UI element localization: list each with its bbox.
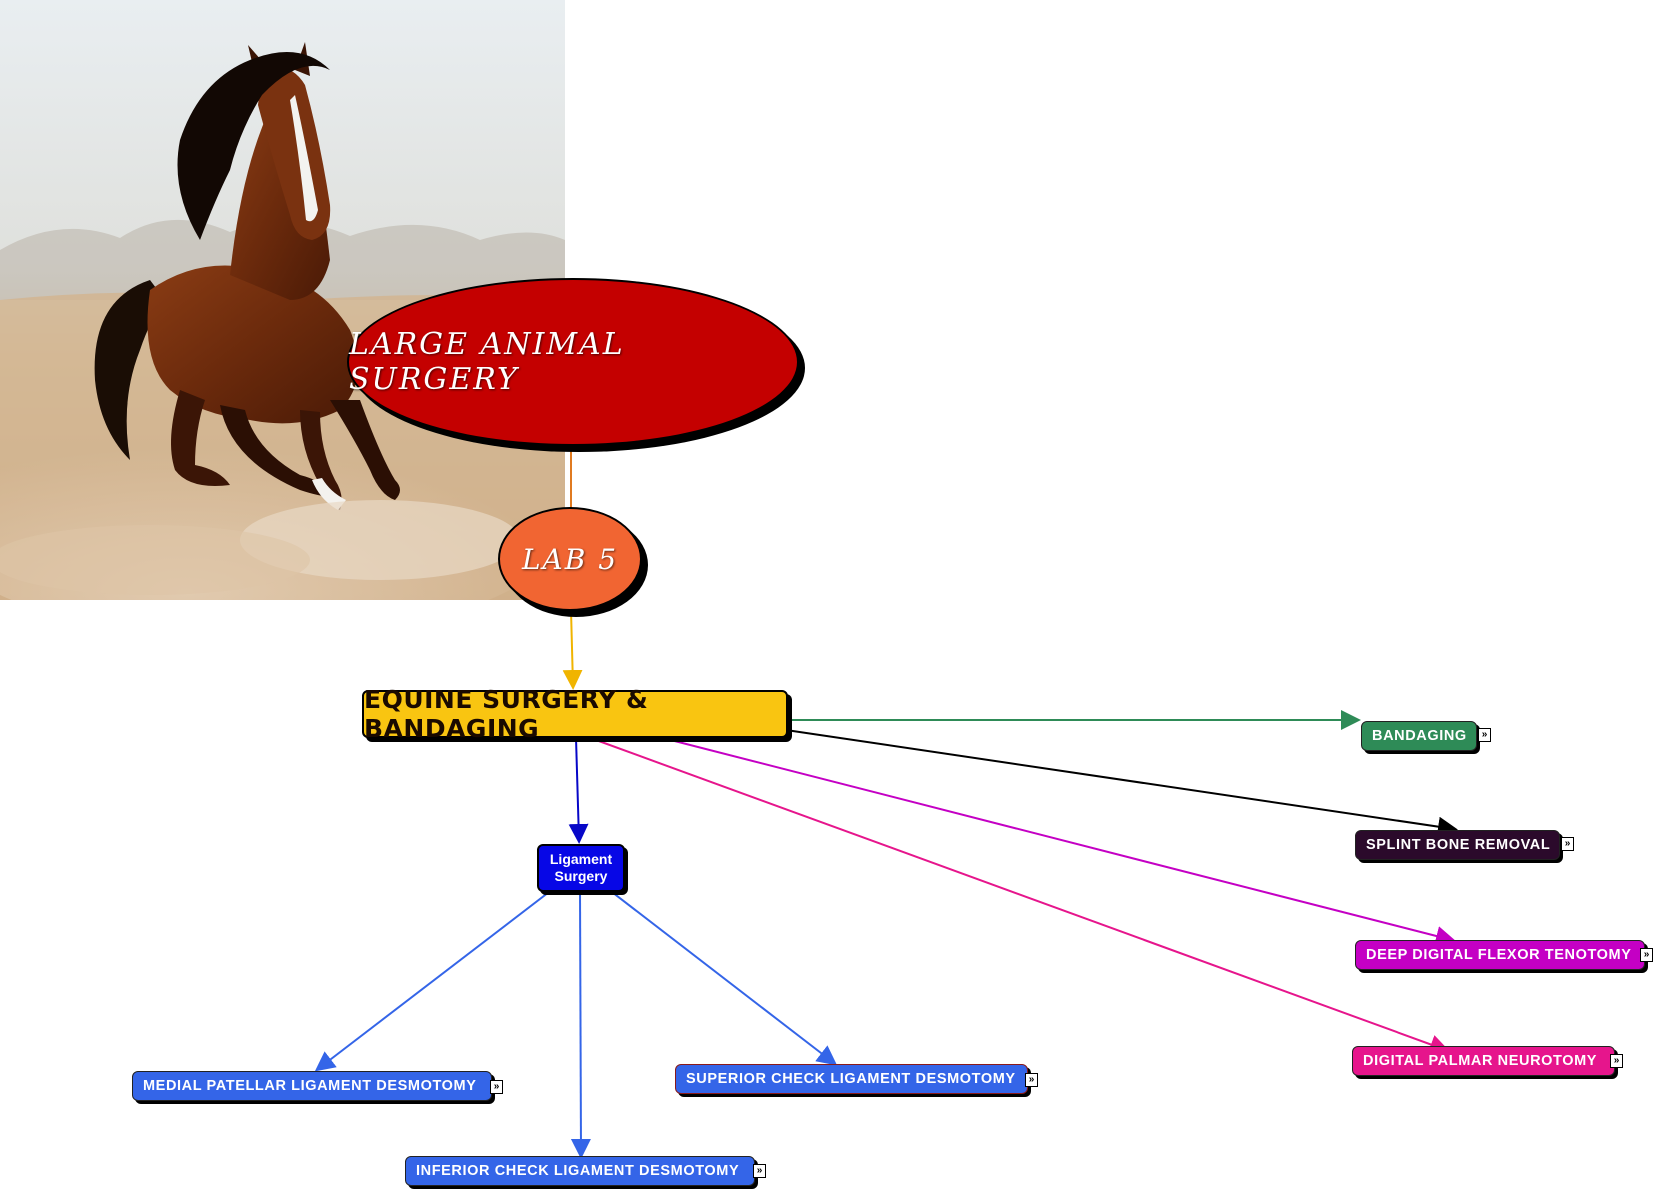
link-lab-main (562, 609, 583, 690)
digital-palmar-neurotomy-node[interactable]: DIGITAL PALMAR NEUROTOMY (1352, 1046, 1615, 1076)
inferior-check-node[interactable]: INFERIOR CHECK LIGAMENT DESMOTOMY (405, 1156, 755, 1186)
link-main-ligament (568, 737, 589, 844)
superior-check-node[interactable]: SUPERIOR CHECK LIGAMENT DESMOTOMY (675, 1064, 1028, 1094)
superior-expand-icon[interactable]: » (1025, 1073, 1038, 1087)
ddft-node[interactable]: DEEP DIGITAL FLEXOR TENOTOMY (1355, 940, 1645, 970)
bandaging-node[interactable]: BANDAGING (1361, 721, 1477, 751)
link-main-palmar (584, 735, 1450, 1054)
medial-expand-icon[interactable]: » (490, 1080, 503, 1094)
ddft-label: DEEP DIGITAL FLEXOR TENOTOMY (1366, 947, 1632, 963)
splint-expand-icon[interactable]: » (1561, 837, 1574, 851)
palmar-expand-icon[interactable]: » (1610, 1054, 1623, 1068)
bandaging-label: BANDAGING (1372, 728, 1467, 744)
inferior-check-label: INFERIOR CHECK LIGAMENT DESMOTOMY (416, 1163, 740, 1179)
equine-surgery-node[interactable]: EQUINE SURGERY & BANDAGING (362, 685, 788, 743)
ddft-expand-icon[interactable]: » (1640, 948, 1653, 962)
equine-surgery-label: EQUINE SURGERY & BANDAGING (364, 685, 649, 743)
medial-patellar-node[interactable]: MEDIAL PATELLAR LIGAMENT DESMOTOMY (132, 1071, 492, 1101)
superior-check-label: SUPERIOR CHECK LIGAMENT DESMOTOMY (686, 1071, 1016, 1087)
bandaging-expand-icon[interactable]: » (1478, 728, 1491, 742)
link-main-splint (785, 729, 1458, 837)
link-lig-superior (607, 888, 838, 1066)
digital-palmar-neurotomy-label: DIGITAL PALMAR NEUROTOMY (1363, 1053, 1598, 1069)
link-lig-medial (314, 888, 554, 1072)
medial-patellar-label: MEDIAL PATELLAR LIGAMENT DESMOTOMY (143, 1078, 477, 1094)
ligament-surgery-node[interactable]: Ligament Surgery (537, 844, 625, 892)
inferior-expand-icon[interactable]: » (753, 1164, 766, 1178)
root-node[interactable]: LARGE ANIMAL SURGERY (347, 278, 799, 446)
splint-bone-removal-label: SPLINT BONE REMOVAL (1366, 837, 1551, 853)
lab-node[interactable]: LAB 5 (498, 507, 642, 611)
root-node-label: LARGE ANIMAL SURGERY (349, 327, 625, 397)
lab-node-label: LAB 5 (521, 542, 619, 576)
ligament-surgery-label-1: Ligament (549, 851, 613, 867)
link-main-ddft (654, 735, 1456, 946)
splint-bone-removal-node[interactable]: SPLINT BONE REMOVAL (1355, 830, 1560, 860)
link-lig-inferior (570, 890, 591, 1159)
ligament-surgery-label-2: Surgery (554, 868, 608, 884)
